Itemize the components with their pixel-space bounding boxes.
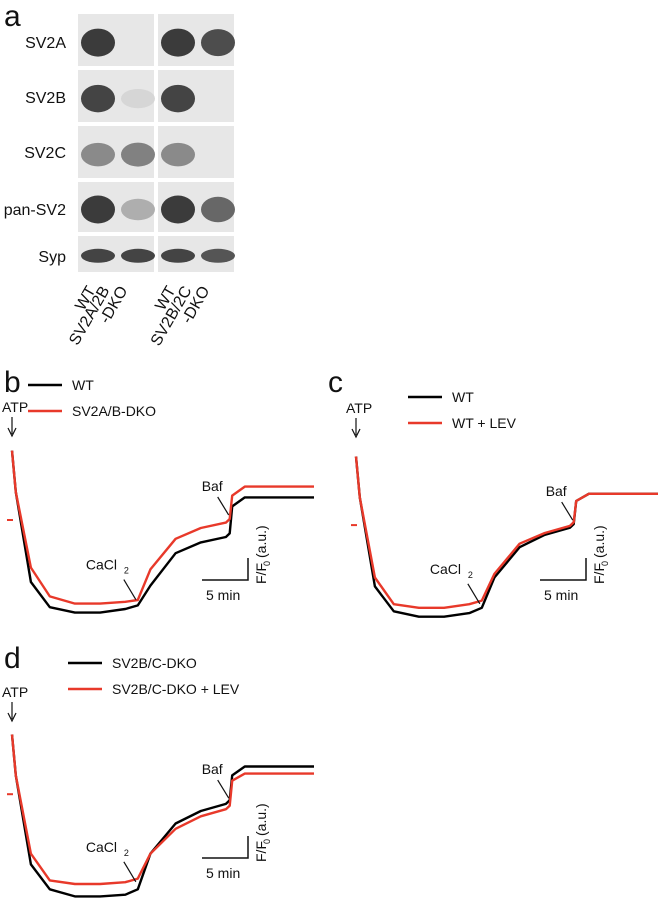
cacl-label: CaCl bbox=[86, 557, 117, 573]
time-scale-label: 5 min bbox=[206, 587, 240, 603]
blot-band bbox=[161, 248, 195, 263]
y-scale-unit: (a.u.) bbox=[253, 525, 269, 558]
blot-band bbox=[201, 248, 235, 263]
cacl-subscript: 2 bbox=[124, 848, 129, 858]
y-scale-subscript: 0 bbox=[600, 561, 610, 566]
y-scale-subscript: 0 bbox=[262, 561, 272, 566]
trace-line bbox=[10, 734, 314, 898]
scale-bar bbox=[540, 558, 587, 581]
scale-bar bbox=[202, 836, 249, 859]
atp-label: ATP bbox=[2, 399, 28, 415]
atp-arrowhead bbox=[351, 428, 361, 439]
blot-band bbox=[81, 195, 115, 224]
panel-letter-c: c bbox=[328, 366, 343, 399]
legend-label: SV2B/C-DKO bbox=[112, 655, 197, 671]
legend-label: SV2A/B-DKO bbox=[72, 403, 156, 419]
blot-row-label: pan-SV2 bbox=[4, 202, 66, 219]
blot-band bbox=[81, 84, 115, 113]
baseline-tick bbox=[7, 519, 13, 521]
y-scale-label: F/F bbox=[253, 563, 269, 584]
blot-band bbox=[121, 198, 155, 221]
legend-label: WT bbox=[72, 377, 94, 393]
legend-label: WT + LEV bbox=[452, 415, 517, 431]
blot-row-label: Syp bbox=[38, 249, 66, 266]
cacl-subscript: 2 bbox=[468, 570, 473, 580]
panel-d-trace: SV2B/C-DKO SV2B/C-DKO + LEV ATP CaCl 2 Baf 5 m… bbox=[2, 655, 314, 898]
trace-line bbox=[354, 456, 658, 609]
legend-label: SV2B/C-DKO + LEV bbox=[112, 681, 240, 697]
blot-band bbox=[81, 248, 115, 263]
atp-arrowhead bbox=[7, 712, 17, 723]
blot-row-label: SV2A bbox=[25, 35, 66, 52]
time-scale-label: 5 min bbox=[544, 587, 578, 603]
blot-row-label: SV2C bbox=[24, 145, 66, 162]
atp-label: ATP bbox=[2, 684, 28, 700]
baf-arrow bbox=[217, 779, 230, 799]
baf-label: Baf bbox=[202, 478, 223, 494]
baseline-tick bbox=[351, 524, 357, 527]
y-scale-label: F/F bbox=[253, 841, 269, 862]
atp-label: ATP bbox=[346, 400, 372, 416]
panel-letter-b: b bbox=[4, 366, 21, 399]
blot-band bbox=[121, 89, 155, 109]
y-scale-label: F/F bbox=[591, 563, 607, 584]
baseline-tick bbox=[7, 793, 13, 796]
blot-band bbox=[121, 142, 155, 167]
atp-arrowhead bbox=[7, 427, 17, 438]
blot-band bbox=[201, 196, 235, 223]
blot-row-label: SV2B bbox=[25, 90, 66, 107]
baf-arrow bbox=[561, 501, 574, 521]
blot-band bbox=[121, 248, 155, 263]
blot-band bbox=[161, 195, 195, 224]
cacl-label: CaCl bbox=[430, 561, 461, 577]
trace-line bbox=[10, 450, 314, 614]
cacl-arrow bbox=[467, 583, 481, 605]
cacl-subscript: 2 bbox=[124, 566, 129, 576]
scale-bar bbox=[202, 558, 249, 581]
panel-letter-a: a bbox=[4, 0, 21, 33]
cacl-arrow bbox=[123, 861, 137, 883]
y-scale-subscript: 0 bbox=[262, 839, 272, 844]
trace-line bbox=[354, 456, 658, 618]
blot-band bbox=[81, 28, 115, 57]
y-scale-unit: (a.u.) bbox=[253, 803, 269, 836]
time-scale-label: 5 min bbox=[206, 865, 240, 881]
baf-label: Baf bbox=[546, 483, 567, 499]
baf-arrow bbox=[217, 496, 230, 516]
trace-line bbox=[10, 450, 314, 605]
blot-band bbox=[81, 142, 115, 167]
cacl-label: CaCl bbox=[86, 839, 117, 855]
panel-letter-d: d bbox=[4, 642, 21, 675]
baf-label: Baf bbox=[202, 761, 223, 777]
blot-band bbox=[161, 84, 195, 113]
cacl-arrow bbox=[123, 579, 137, 600]
panel-c-trace: WT WT + LEV ATP CaCl 2 Baf 5 min F/F0 (a.u.) bbox=[346, 389, 658, 618]
blot-band bbox=[201, 29, 235, 57]
legend-label: WT bbox=[452, 389, 474, 405]
trace-line bbox=[10, 734, 314, 886]
panel-b-trace: WT SV2A/B-DKO ATP CaCl 2 Baf 5 min F/F0 (a.u.) bbox=[2, 377, 314, 614]
y-scale-unit: (a.u.) bbox=[591, 525, 607, 558]
blot-band bbox=[161, 28, 195, 57]
blot-band bbox=[161, 142, 195, 167]
